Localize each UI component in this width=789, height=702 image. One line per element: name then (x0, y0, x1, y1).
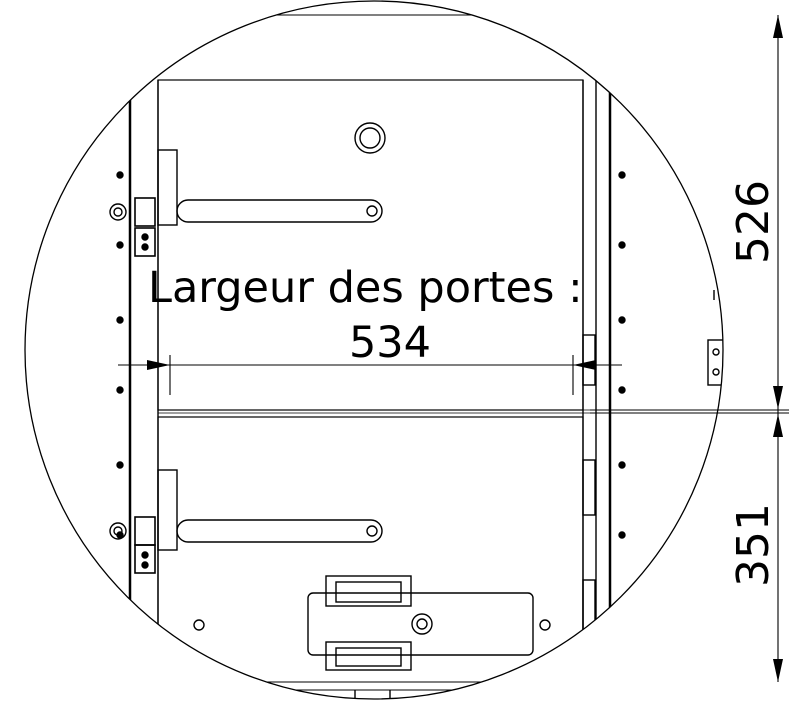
knob-outer (354, 122, 386, 154)
lower-door (157, 416, 584, 699)
dimension-351: 351 (728, 503, 779, 587)
dimension-526: 526 (728, 180, 779, 264)
vertical-dimensions (590, 15, 789, 682)
door-width-label: Largeur des portes : (148, 263, 583, 313)
vertical-arrows (773, 15, 783, 682)
width-dimension (118, 355, 622, 395)
width-arrows (147, 360, 596, 370)
detail-view (109, 14, 723, 699)
latch-plate (307, 592, 534, 656)
door-width-value: 534 (349, 318, 431, 368)
detail-circle (24, 0, 724, 700)
